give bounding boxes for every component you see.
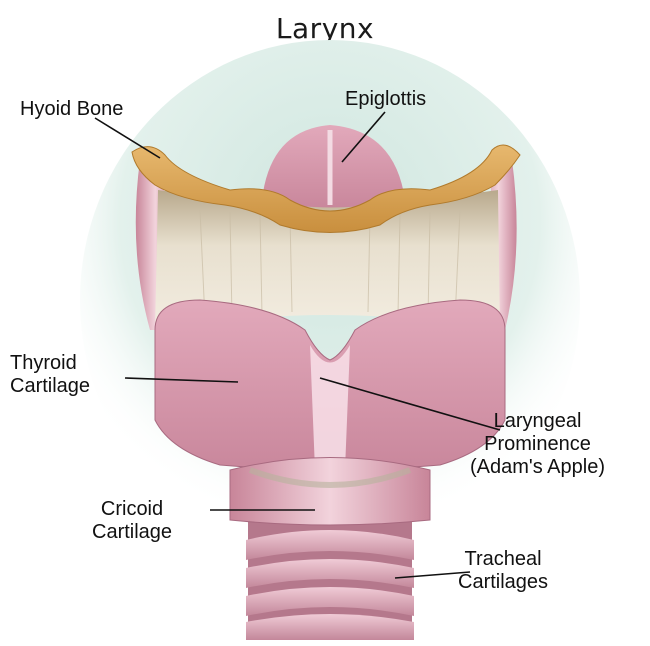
label-tracheal-cartilages: Tracheal Cartilages [458,548,548,594]
label-thyroid-cartilage: Thyroid Cartilage [10,352,90,398]
cricoid-cartilage [230,458,430,526]
label-laryngeal-prominence: Laryngeal Prominence (Adam's Apple) [470,410,605,479]
label-hyoid-bone: Hyoid Bone [20,98,123,121]
label-epiglottis: Epiglottis [345,88,426,111]
laryngeal-prominence [310,345,350,470]
label-cricoid-cartilage: Cricoid Cartilage [92,498,172,544]
